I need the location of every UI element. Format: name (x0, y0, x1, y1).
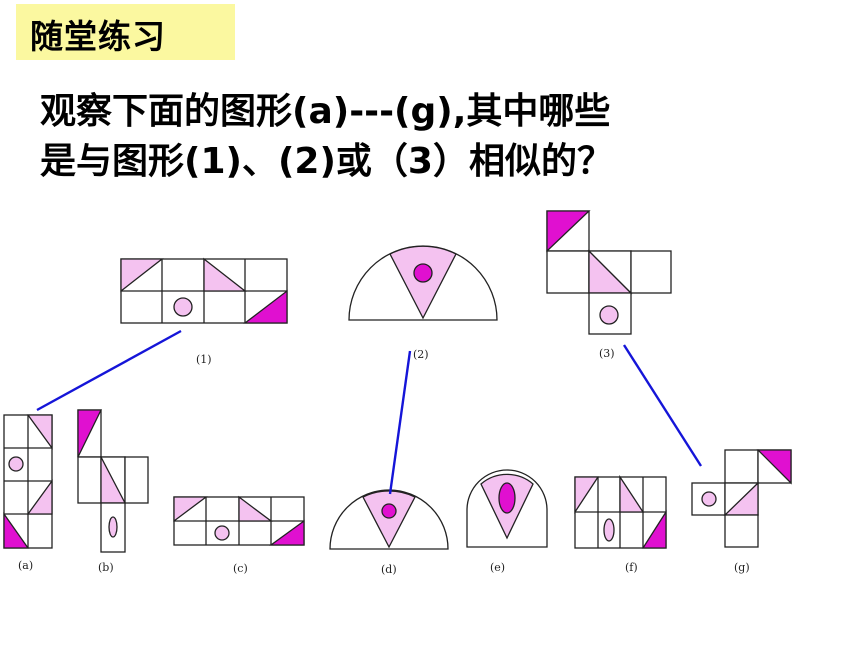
label-c: (c) (233, 562, 248, 575)
label-3: (3) (599, 347, 615, 360)
connectors (36, 329, 703, 495)
figure-g (691, 449, 792, 548)
figure-b (77, 409, 149, 553)
figure-f (574, 474, 667, 549)
label-2: (2) (413, 348, 429, 361)
label-b: (b) (98, 561, 114, 574)
title-badge: 随堂练习 (16, 4, 235, 60)
label-g: (g) (734, 561, 750, 574)
label-1: (1) (196, 353, 212, 366)
label-e: (e) (490, 561, 505, 574)
figure-2 (348, 245, 498, 321)
label-d: (d) (381, 563, 397, 576)
connector-2-d (388, 350, 412, 495)
page-title: 随堂练习 (30, 17, 166, 56)
connector-3-g (622, 344, 703, 467)
figure-c (173, 495, 305, 546)
question-line-1: 观察下面的图形(a)---(g),其中哪些 (40, 91, 611, 132)
figure-e (466, 469, 548, 548)
label-f: (f) (625, 561, 638, 574)
figure-1 (120, 257, 288, 324)
label-a: (a) (18, 559, 33, 572)
connector-1-a (36, 329, 182, 412)
figure-a (3, 414, 53, 549)
figure-d (329, 489, 449, 550)
question-line-2: 是与图形(1)、(2)或（3）相似的？ (40, 141, 613, 182)
figure-3 (546, 210, 672, 335)
